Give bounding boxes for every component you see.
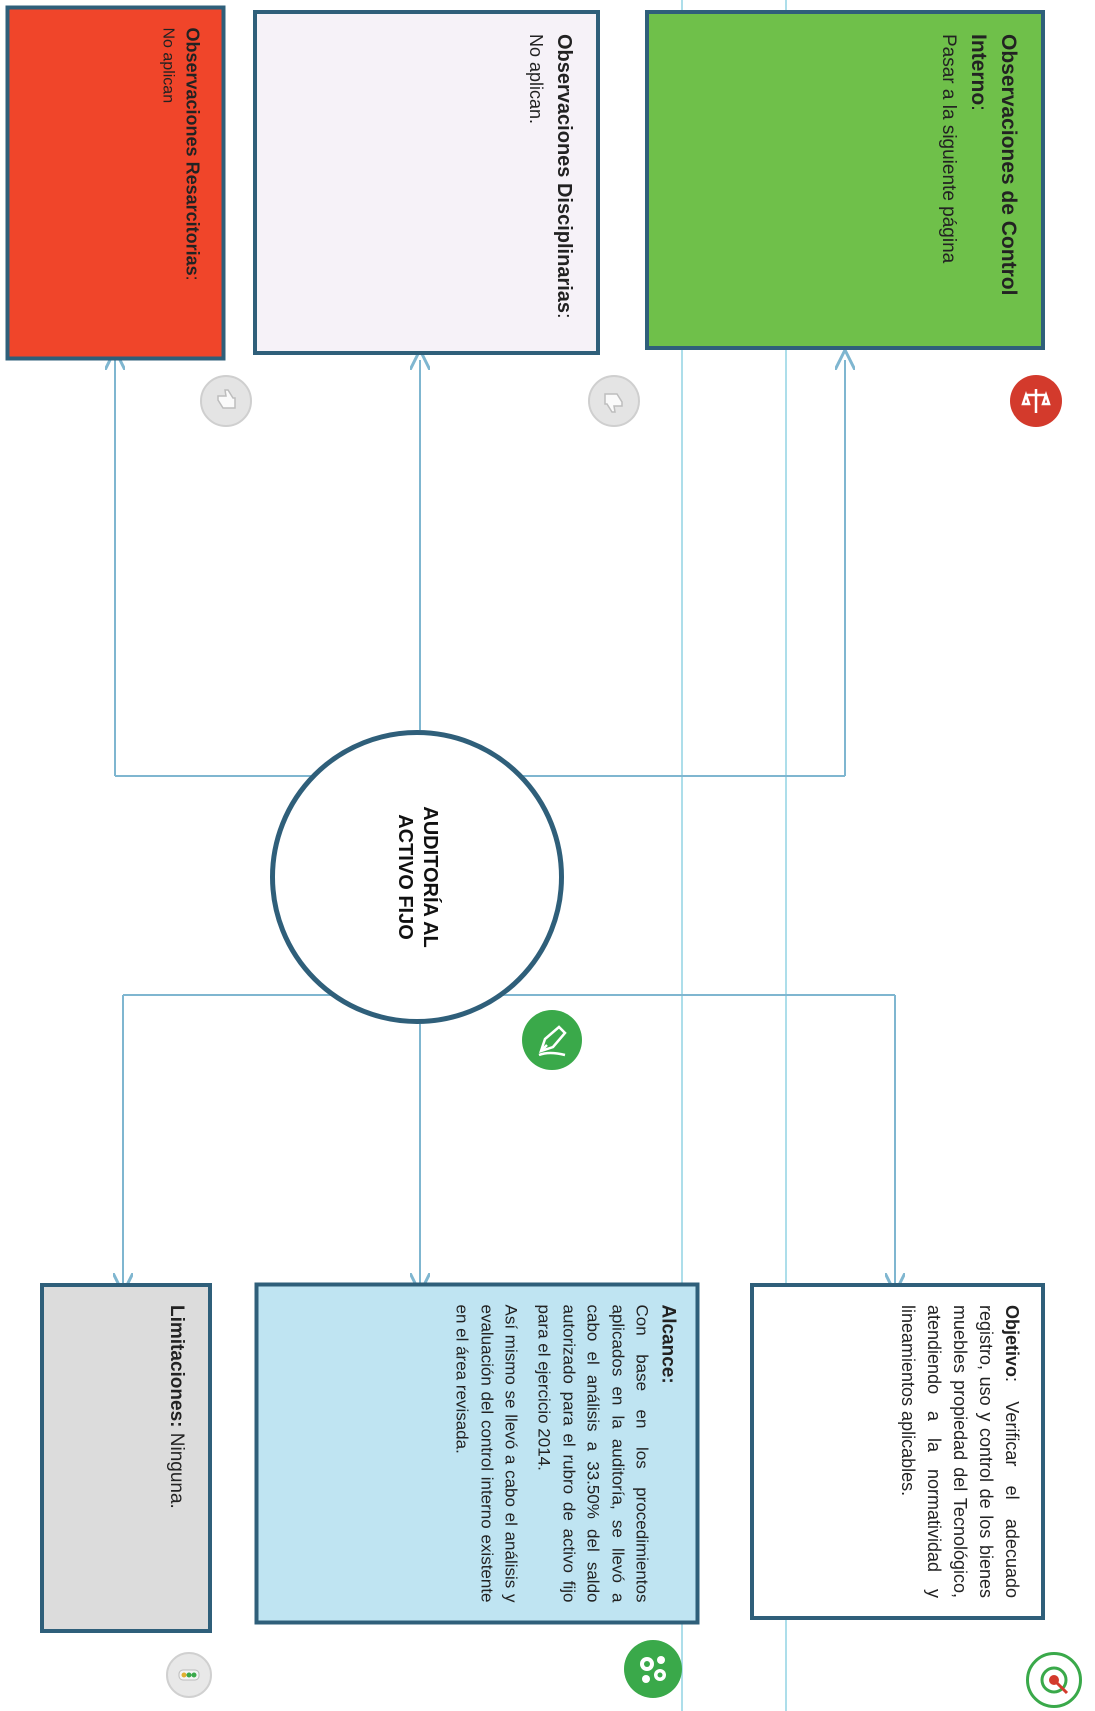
resarcitorias-box: Observaciones Resarcitorias: No aplican	[5, 5, 226, 361]
thumbs-down-icon	[588, 375, 640, 427]
disciplinarias-text: No aplican.	[526, 34, 546, 125]
resarcitorias-title: Observaciones Resarcitorias:	[182, 27, 203, 281]
disciplinarias-box: Observaciones Disciplinarias: No aplican…	[253, 10, 600, 355]
alcance-title: Alcance:	[657, 1304, 679, 1384]
thumbs-up-icon	[200, 375, 252, 427]
pen-icon	[522, 1010, 582, 1070]
guide-line-1	[681, 0, 683, 1711]
control-interno-text: Pasar a la siguiente página	[938, 34, 960, 264]
disciplinarias-title: Observaciones Disciplinarias:	[553, 34, 575, 319]
traffic-light-icon	[166, 1652, 212, 1698]
center-line-1: AUDITORÍA AL	[419, 806, 441, 948]
objetivo-title: Objetivo	[1002, 1305, 1022, 1378]
control-interno-box: Observaciones de Control Interno: Pasar …	[645, 10, 1045, 350]
gears-icon	[624, 1640, 682, 1698]
alcance-box: Alcance: Con base en los procedimientos …	[254, 1282, 700, 1625]
guide-line-2	[785, 0, 787, 1711]
target-icon	[1026, 1652, 1082, 1708]
center-circle	[270, 730, 564, 1024]
limitaciones-box: Limitaciones: Ninguna.	[40, 1283, 212, 1633]
scale-icon	[1010, 375, 1062, 427]
resarcitorias-text: No aplican	[159, 27, 177, 104]
control-interno-title: Observaciones de Control Interno:	[966, 34, 1020, 296]
center-line-2: ACTIVO FIJO	[394, 814, 416, 940]
alcance-paragraph-2: Así mismo se llevó a cabo el análisis y …	[452, 1304, 521, 1603]
limitaciones-text: Limitaciones: Ninguna.	[166, 1305, 187, 1509]
objetivo-box: Objetivo: Verificar el adecuado registro…	[750, 1283, 1045, 1620]
alcance-paragraph-1: Con base en los procedimientos aplicados…	[534, 1304, 652, 1603]
limitaciones-title: Limitaciones:	[166, 1305, 187, 1428]
objetivo-text: Objetivo: Verificar el adecuado registro…	[897, 1305, 1022, 1598]
